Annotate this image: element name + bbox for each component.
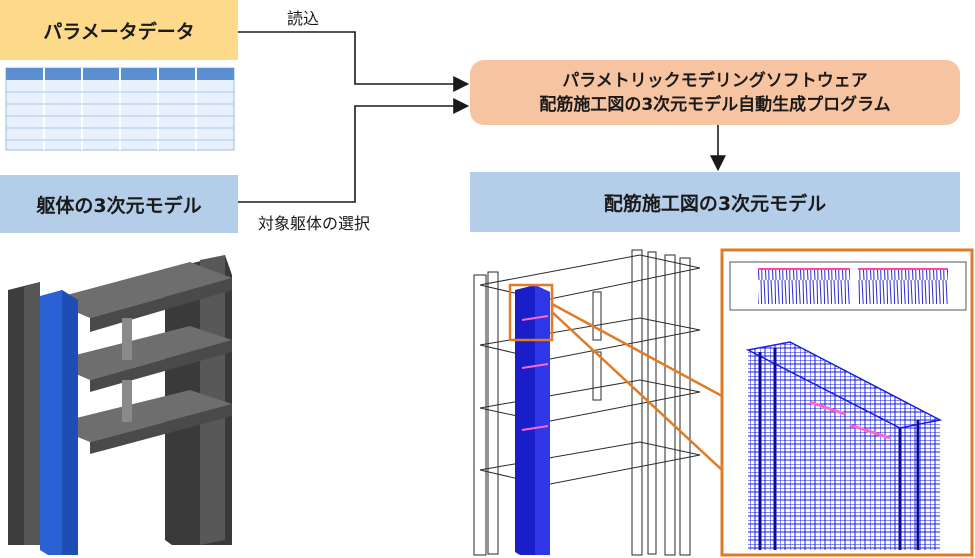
- software-title-line2: 配筋施工図の3次元モデル自動生成プログラム: [539, 94, 891, 115]
- detail-zoom-panel: [720, 248, 974, 557]
- highlighted-rebar-column: [515, 285, 550, 555]
- software-box: パラメトリックモデリングソフトウェア 配筋施工図の3次元モデル自動生成プログラム: [470, 60, 960, 125]
- body-model-box: 躯体の3次元モデル: [0, 175, 238, 233]
- software-title-line1: パラメトリックモデリングソフトウェア: [562, 70, 868, 91]
- parameter-data-box: パラメータデータ: [0, 0, 238, 60]
- select-arrow: [238, 98, 470, 203]
- read-arrow: [238, 31, 470, 92]
- rebar-model-box: 配筋施工図の3次元モデル: [470, 172, 960, 232]
- parameter-table-icon: [5, 67, 235, 151]
- concrete-structure-model: [8, 255, 232, 555]
- rebar-wireframe-model: [473, 249, 701, 556]
- select-body-label: 対象躯体の選択: [258, 214, 371, 233]
- zoom-leader-bottom: [551, 311, 723, 471]
- read-label: 読込: [287, 9, 320, 28]
- connectors: [238, 31, 726, 203]
- zoom-leader-top: [551, 302, 723, 398]
